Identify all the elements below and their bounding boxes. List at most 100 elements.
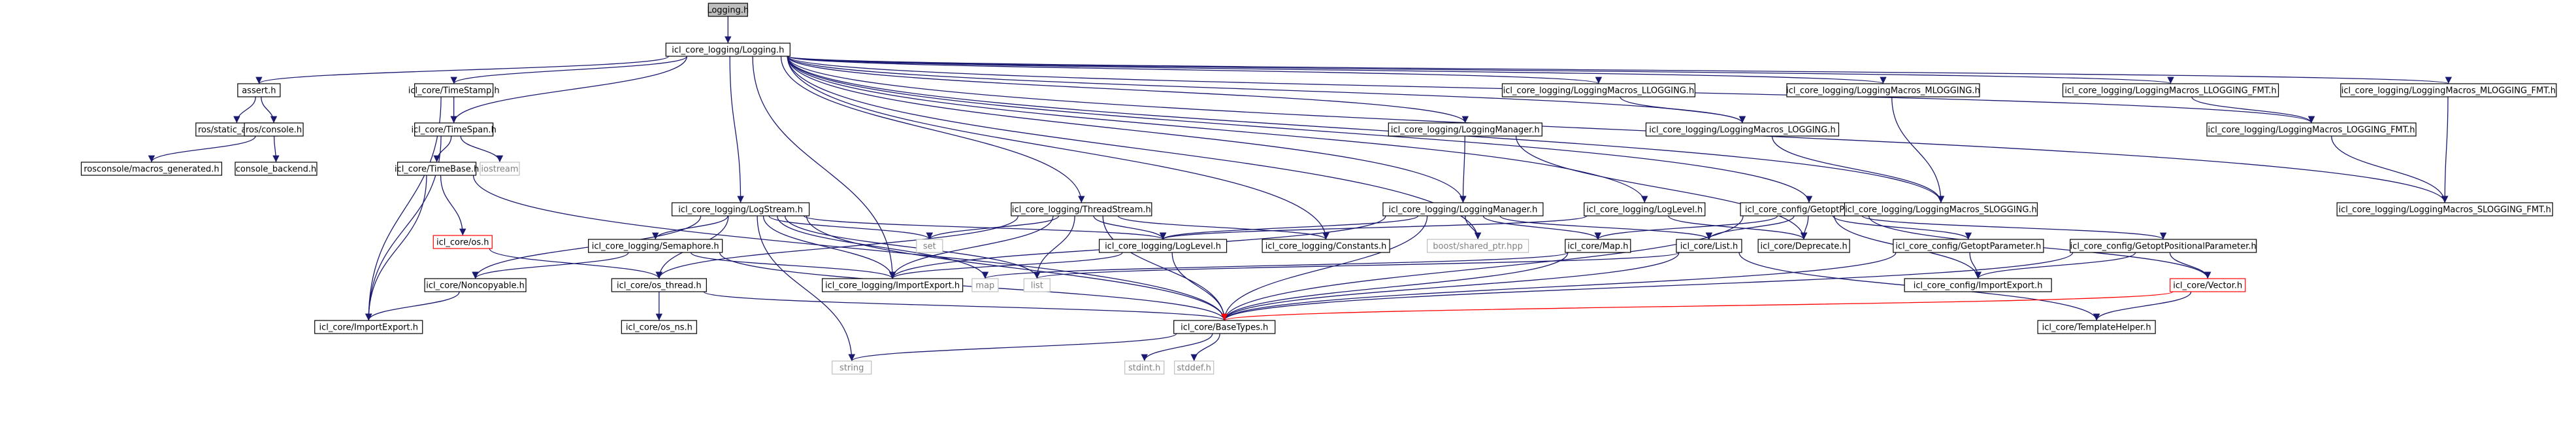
node-timespan[interactable]: icl_core/TimeSpan.h	[412, 122, 497, 137]
node-lm-logging[interactable]: icl_core_logging/LoggingMacros_LOGGING.h	[1645, 122, 1840, 137]
edge-line	[652, 215, 728, 240]
node-label: iostream	[481, 165, 518, 175]
node-semaphore[interactable]: icl_core_logging/Semaphore.h	[588, 239, 723, 253]
edge-timespan-to-iostream	[460, 135, 504, 163]
edge-basetypes-to-string	[848, 333, 1177, 362]
node-lm-slogging-fmt[interactable]: icl_core_logging/LoggingMacros_SLOGGING_…	[2336, 202, 2553, 216]
node-label: icl_core_logging/Logging.h	[672, 46, 784, 56]
node-cfg-importexport[interactable]: icl_core_config/ImportExport.h	[1904, 278, 2052, 292]
edge-line	[2169, 252, 2211, 279]
edge-line	[450, 56, 688, 84]
node-templatehelper[interactable]: icl_core/TemplateHelper.h	[2037, 320, 2156, 334]
node-os-h[interactable]: icl_core/os.h	[432, 235, 493, 249]
node-threadstream[interactable]: icl_core_logging/ThreadStream.h	[1011, 202, 1152, 216]
edge-vector-h-to-templatehelper	[2093, 291, 2192, 321]
edge-semaphore-to-importexport-log	[690, 252, 896, 279]
node-box	[237, 83, 281, 97]
node-list-h[interactable]: icl_core/List.h	[1676, 239, 1742, 253]
node-icl-logging[interactable]: icl_core_logging/Logging.h	[665, 43, 791, 57]
node-loglevel-mid[interactable]: icl_core_logging/LogLevel.h	[1098, 239, 1228, 253]
node-console-backend[interactable]: console_backend.h	[235, 162, 318, 176]
node-ros-console[interactable]: ros/console.h	[244, 122, 304, 137]
edge-basetypes-to-stddef	[1190, 333, 1220, 362]
edge-icl-logging-to-lm-llog-fmt	[787, 56, 2174, 84]
edge-line	[787, 56, 1467, 203]
node-box	[1023, 278, 1051, 292]
node-box	[1676, 239, 1742, 253]
edge-line	[752, 56, 896, 279]
node-box	[1844, 202, 2038, 216]
node-vector-h[interactable]: icl_core/Vector.h	[2170, 278, 2246, 292]
edge-line	[460, 135, 504, 163]
node-iostream: iostream	[480, 162, 520, 176]
node-box	[1893, 239, 2044, 253]
node-label: assert.h	[242, 86, 276, 96]
edge-loglevel-top-to-deprecate	[1668, 215, 1808, 240]
edge-logging-manager-i-to-map-h	[1482, 215, 1601, 240]
edge-line	[787, 56, 1648, 203]
node-lm-mlog[interactable]: icl_core_logging/LoggingMacros_MLOGGING.…	[1786, 83, 1980, 97]
node-getoptparam[interactable]: icl_core_config/GetoptParameter.h	[1893, 239, 2044, 253]
node-box	[1904, 278, 2052, 292]
node-map-h[interactable]: icl_core/Map.h	[1565, 239, 1631, 253]
nodes-layer: Logging.h icl_core_logging/Logging.hasser…	[80, 3, 2557, 375]
node-getoptposparam[interactable]: icl_core_config/GetoptPositionalParamete…	[2070, 239, 2257, 253]
edge-icl-logging-to-lm-llog	[787, 56, 1602, 84]
node-label: icl_core_logging/LoggingManager.h	[1388, 205, 1537, 215]
node-label: icl_core_logging/LoggingMacros_MLOGGING.…	[1786, 86, 1980, 96]
node-box	[1388, 122, 1542, 137]
edge-line	[1221, 291, 2174, 321]
node-box	[2340, 83, 2557, 97]
edge-line	[2441, 96, 2449, 203]
node-box	[424, 278, 527, 292]
edge-loglevel-top-to-loglevel-mid	[1160, 215, 1588, 240]
edge-line	[233, 96, 256, 124]
node-logging-manager-i[interactable]: icl_core_logging/LoggingManager.h	[1382, 202, 1544, 216]
edge-line	[1117, 215, 1329, 240]
node-label: stdint.h	[1128, 364, 1160, 373]
node-lm-llog-fmt[interactable]: icl_core_logging/LoggingMacros_LLOGGING_…	[2062, 83, 2279, 97]
edge-line	[1705, 215, 1795, 240]
node-importexport-log[interactable]: icl_core_logging/ImportExport.h	[821, 278, 964, 292]
node-lm-logging-fmt[interactable]: icl_core_logging/LoggingMacros_LOGGING_F…	[2206, 122, 2417, 137]
edge-getoptparser-to-getoptparam	[1833, 215, 1972, 240]
node-logging-h: Logging.h	[707, 3, 749, 17]
node-timestamp[interactable]: icl_core/TimeStamp.h	[408, 83, 500, 97]
node-lm-mlog-fmt[interactable]: icl_core_logging/LoggingMacros_MLOGGING_…	[2340, 83, 2557, 97]
node-core-importexport[interactable]: icl_core/ImportExport.h	[314, 320, 423, 334]
edge-line	[1482, 215, 1601, 240]
edges-layer	[148, 16, 2451, 362]
node-timebase[interactable]: icl_core/TimeBase.h	[395, 162, 479, 176]
node-logstream[interactable]: icl_core_logging/LogStream.h	[671, 202, 810, 216]
node-lm-slogging[interactable]: icl_core_logging/LoggingMacros_SLOGGING.…	[1844, 202, 2038, 216]
node-rosconsole-macros[interactable]: rosconsole/macros_generated.h	[80, 162, 223, 176]
node-label: icl_core_config/ImportExport.h	[1914, 281, 2043, 291]
node-basetypes[interactable]: icl_core/BaseTypes.h	[1173, 320, 1276, 334]
node-lm-llog[interactable]: icl_core_logging/LoggingMacros_LLOGGING.…	[1501, 83, 1696, 97]
node-label: icl_core_config/GetoptParameter.h	[1895, 242, 2041, 252]
node-string: string	[832, 360, 872, 375]
edge-basetypes-to-stdint	[1141, 333, 1213, 362]
node-box	[611, 278, 707, 292]
node-box	[1011, 202, 1152, 216]
node-constants[interactable]: icl_core_logging/Constants.h	[1262, 239, 1390, 253]
node-os-thread[interactable]: icl_core/os_thread.h	[611, 278, 707, 292]
edge-line	[365, 291, 460, 321]
node-logging-manager-h[interactable]: icl_core_logging/LoggingManager.h	[1388, 122, 1542, 137]
edge-line	[806, 215, 1228, 321]
node-box	[1124, 360, 1165, 375]
node-box	[708, 3, 748, 17]
node-assert-h[interactable]: assert.h	[237, 83, 281, 97]
edge-icl-logging-to-logging-manager-h	[787, 56, 1469, 124]
node-noncopyable[interactable]: icl_core/Noncopyable.h	[424, 278, 527, 292]
node-box	[432, 235, 493, 249]
node-deprecate[interactable]: icl_core/Deprecate.h	[1757, 239, 1850, 253]
node-getoptparser[interactable]: icl_core_config/GetoptParser.h	[1740, 202, 1878, 216]
edge-icl-logging-to-loglevel-top	[787, 56, 1648, 203]
node-box	[821, 278, 964, 292]
node-box	[1565, 239, 1631, 253]
node-loglevel-top[interactable]: icl_core_logging/LogLevel.h	[1584, 202, 1706, 216]
edge-getoptposparam-to-cfg-importexport	[1974, 252, 2136, 279]
node-os-ns[interactable]: icl_core/os_ns.h	[621, 320, 697, 334]
node-box	[2170, 278, 2246, 292]
